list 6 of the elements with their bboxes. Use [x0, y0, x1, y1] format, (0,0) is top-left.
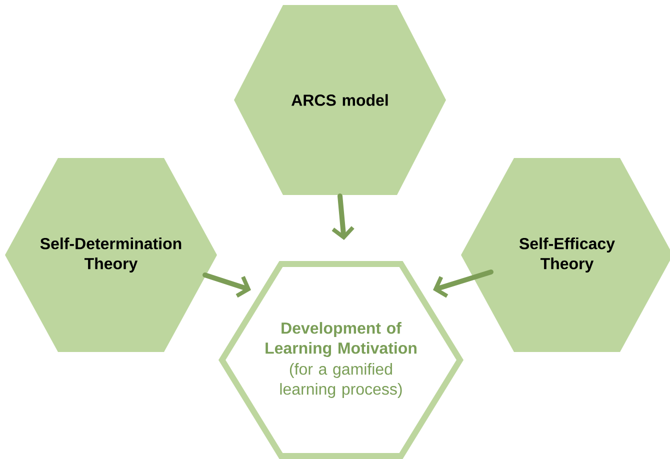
arrow — [202, 272, 251, 298]
arrow — [332, 194, 354, 240]
hexagon: Self-Determination Theory — [5, 158, 217, 352]
arrow — [433, 270, 494, 298]
hexagon: ARCS model — [234, 5, 446, 195]
hexagon: Self-Efficacy Theory — [461, 158, 670, 352]
